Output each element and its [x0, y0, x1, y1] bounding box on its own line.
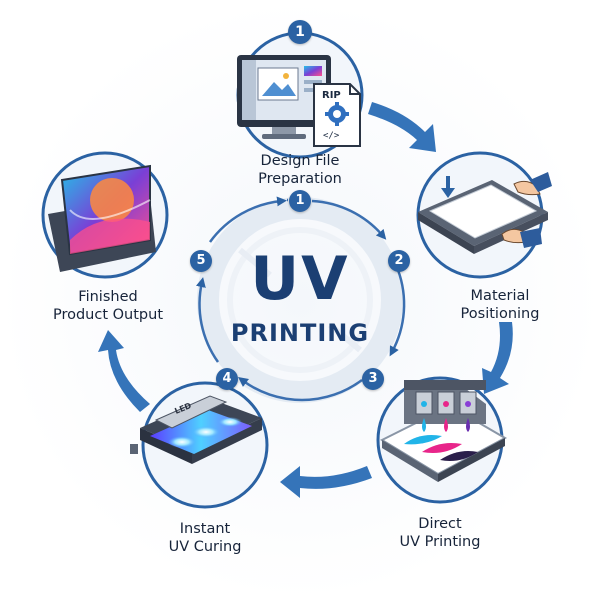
center-subtitle: PRINTING — [230, 319, 370, 347]
step-badge-inner-3: 3 — [362, 368, 384, 390]
step-label-1-line1: Design File — [260, 153, 340, 169]
step-label-4-line2: UV Curing — [168, 539, 242, 555]
material-table-icon — [418, 172, 552, 254]
code-text: </> — [323, 131, 340, 141]
step-badge-inner-4: 4 — [216, 368, 238, 390]
step-label-3: Direct UV Printing — [360, 515, 520, 551]
step-label-5-line2: Product Output — [52, 307, 164, 323]
step-label-4-line1: Instant — [179, 521, 231, 537]
center-title: UV — [250, 244, 350, 314]
inner-arrow-4-5 — [196, 277, 220, 363]
step-badge-inner-2: 2 — [388, 250, 410, 272]
inner-arrow-2-3 — [389, 269, 406, 357]
step-label-4: Instant UV Curing — [130, 520, 280, 556]
rip-text: RIP — [322, 90, 341, 101]
finished-print-icon — [48, 164, 156, 272]
step-label-5: Finished Product Output — [28, 288, 188, 324]
step-label-3-line2: UV Printing — [399, 534, 481, 550]
step-badge-inner-5: 5 — [190, 250, 212, 272]
inner-arrow-5-1 — [208, 196, 287, 243]
outer-cycle-arrows — [98, 102, 513, 498]
inner-cycle-ring — [196, 196, 406, 402]
arrow-2-to-3 — [482, 322, 513, 394]
step-label-2-line2: Positioning — [460, 306, 540, 322]
led-curing-lamp-icon: LED — [130, 395, 262, 464]
arrow-4-to-5 — [98, 330, 150, 412]
step-label-3-line1: Direct — [418, 516, 462, 532]
step-label-2: Material Positioning — [420, 287, 580, 323]
step-label-1: Design File Preparation — [225, 152, 375, 188]
inner-arrow-3-4 — [237, 377, 363, 402]
uv-printer-icon — [379, 380, 508, 482]
arrow-1-to-2 — [368, 102, 436, 152]
inner-arrow-1-2 — [311, 199, 387, 240]
step-label-2-line1: Material — [470, 288, 530, 304]
step-label-5-line1: Finished — [78, 289, 138, 305]
arrow-3-to-4 — [280, 466, 372, 498]
computer-rip-icon: RIP </> — [237, 55, 361, 147]
step-badge-outer-1: 1 — [288, 20, 312, 44]
step-badge-inner-1: 1 — [289, 190, 311, 212]
step-label-1-line2: Preparation — [258, 171, 342, 187]
